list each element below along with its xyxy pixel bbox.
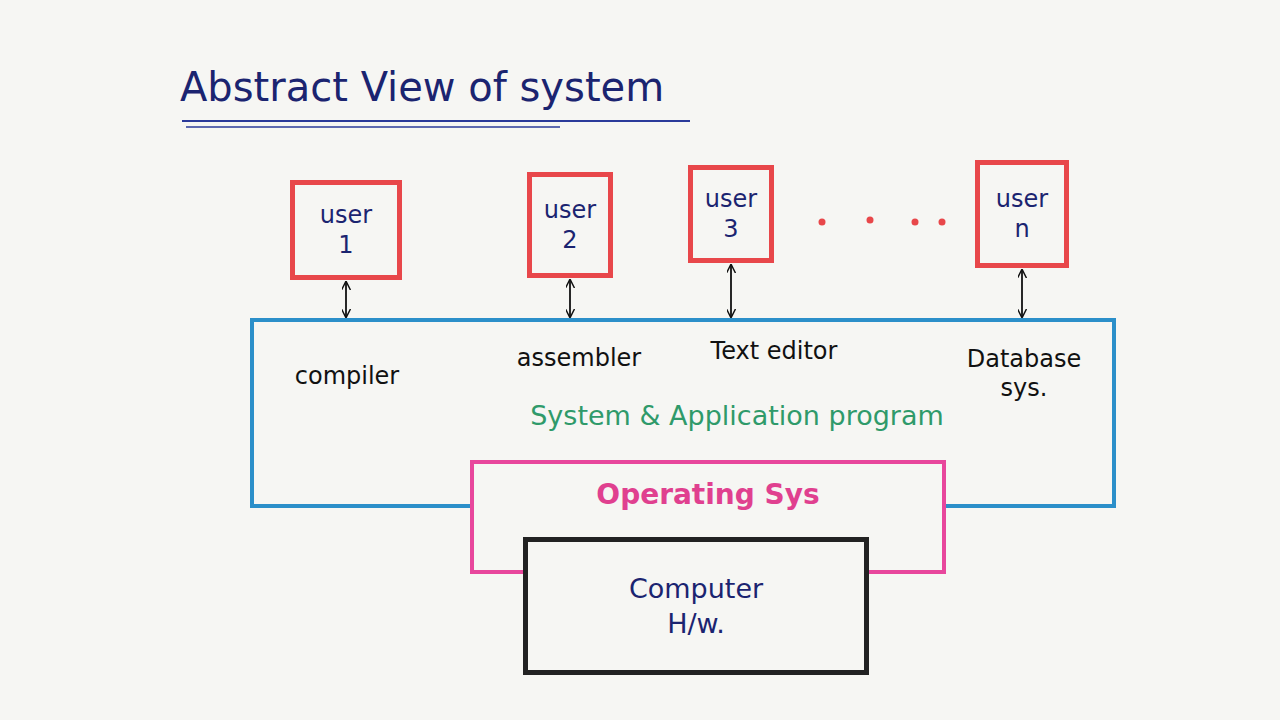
title-underline — [186, 126, 560, 128]
continuation-dot — [819, 219, 826, 226]
node-label: user 1 — [320, 200, 372, 260]
double-arrow — [345, 282, 347, 317]
node-label: user 2 — [544, 195, 596, 255]
double-arrow — [1021, 270, 1023, 317]
node-label: user 3 — [705, 184, 757, 244]
diagram-title: Abstract View of system — [180, 64, 664, 110]
double-arrow — [569, 280, 571, 317]
double-arrow — [730, 265, 732, 317]
user-box: user n — [975, 160, 1069, 268]
program-name: Database sys. — [967, 345, 1082, 403]
user-box: user 1 — [290, 180, 402, 280]
program-name: assembler — [517, 344, 641, 373]
continuation-dot — [867, 217, 874, 224]
program-name: Text editor — [711, 337, 838, 366]
node-label: Operating Sys — [596, 478, 819, 511]
user-box: user 2 — [527, 172, 613, 278]
hardware-box: Computer H/w. — [523, 537, 869, 675]
layer-heading: System & Application program — [530, 400, 944, 432]
node-label: user n — [996, 184, 1048, 244]
user-box: user 3 — [688, 165, 774, 263]
continuation-dot — [939, 219, 946, 226]
node-label: Computer H/w. — [629, 571, 763, 641]
program-name: compiler — [295, 362, 399, 391]
continuation-dot — [912, 219, 919, 226]
title-underline — [182, 120, 690, 122]
